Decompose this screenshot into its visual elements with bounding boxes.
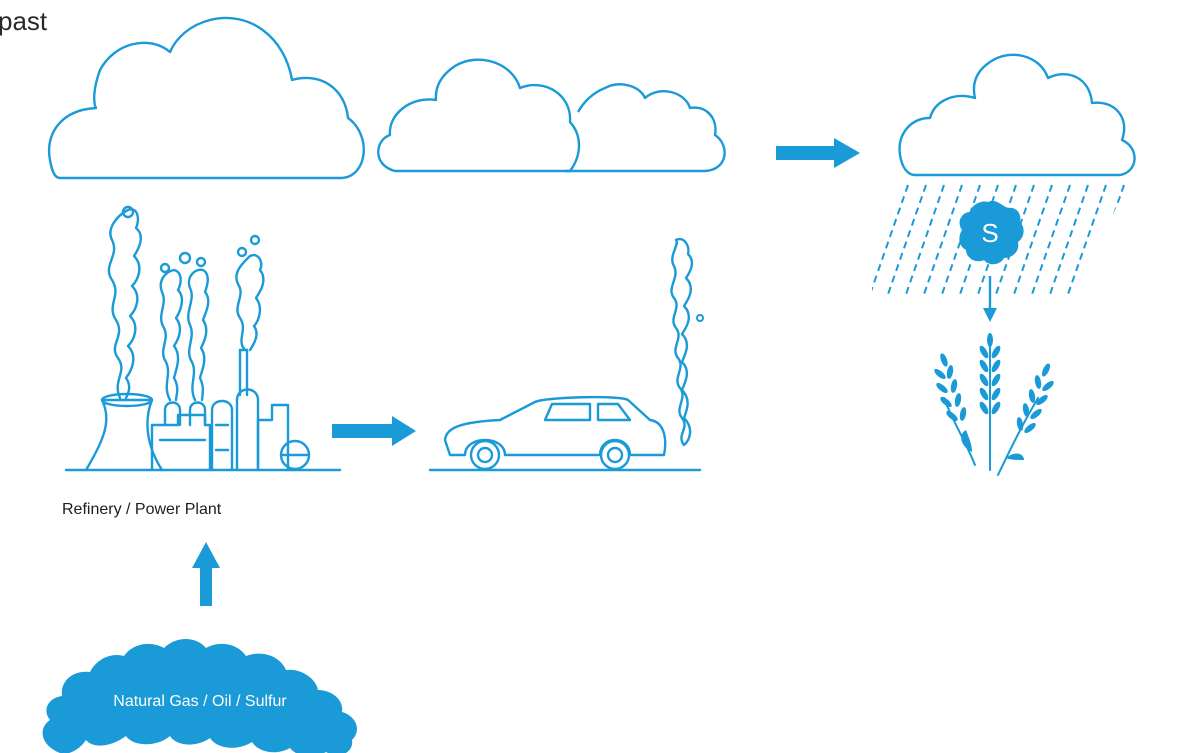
cloud-icon: [378, 60, 579, 171]
refinery-power-plant-icon: [66, 207, 340, 470]
sulfur-symbol-label: S: [981, 218, 998, 248]
cloud-icon: [565, 84, 725, 171]
up-arrow-icon: [192, 542, 220, 606]
right-arrow-icon: [332, 416, 416, 446]
source-label: Natural Gas / Oil / Sulfur: [113, 693, 287, 710]
exhaust-smoke-icon: [671, 239, 691, 445]
down-arrow-icon: [983, 276, 997, 322]
car-icon: [430, 397, 700, 470]
page-title: past: [0, 6, 48, 36]
wheat-crop-icon: [933, 333, 1056, 475]
right-arrow-icon: [776, 138, 860, 168]
cloud-icon: [49, 18, 364, 178]
exhaust-smoke-icon: [697, 315, 703, 321]
cloud-icon: [900, 55, 1135, 175]
refinery-label: Refinery / Power Plant: [62, 501, 222, 518]
